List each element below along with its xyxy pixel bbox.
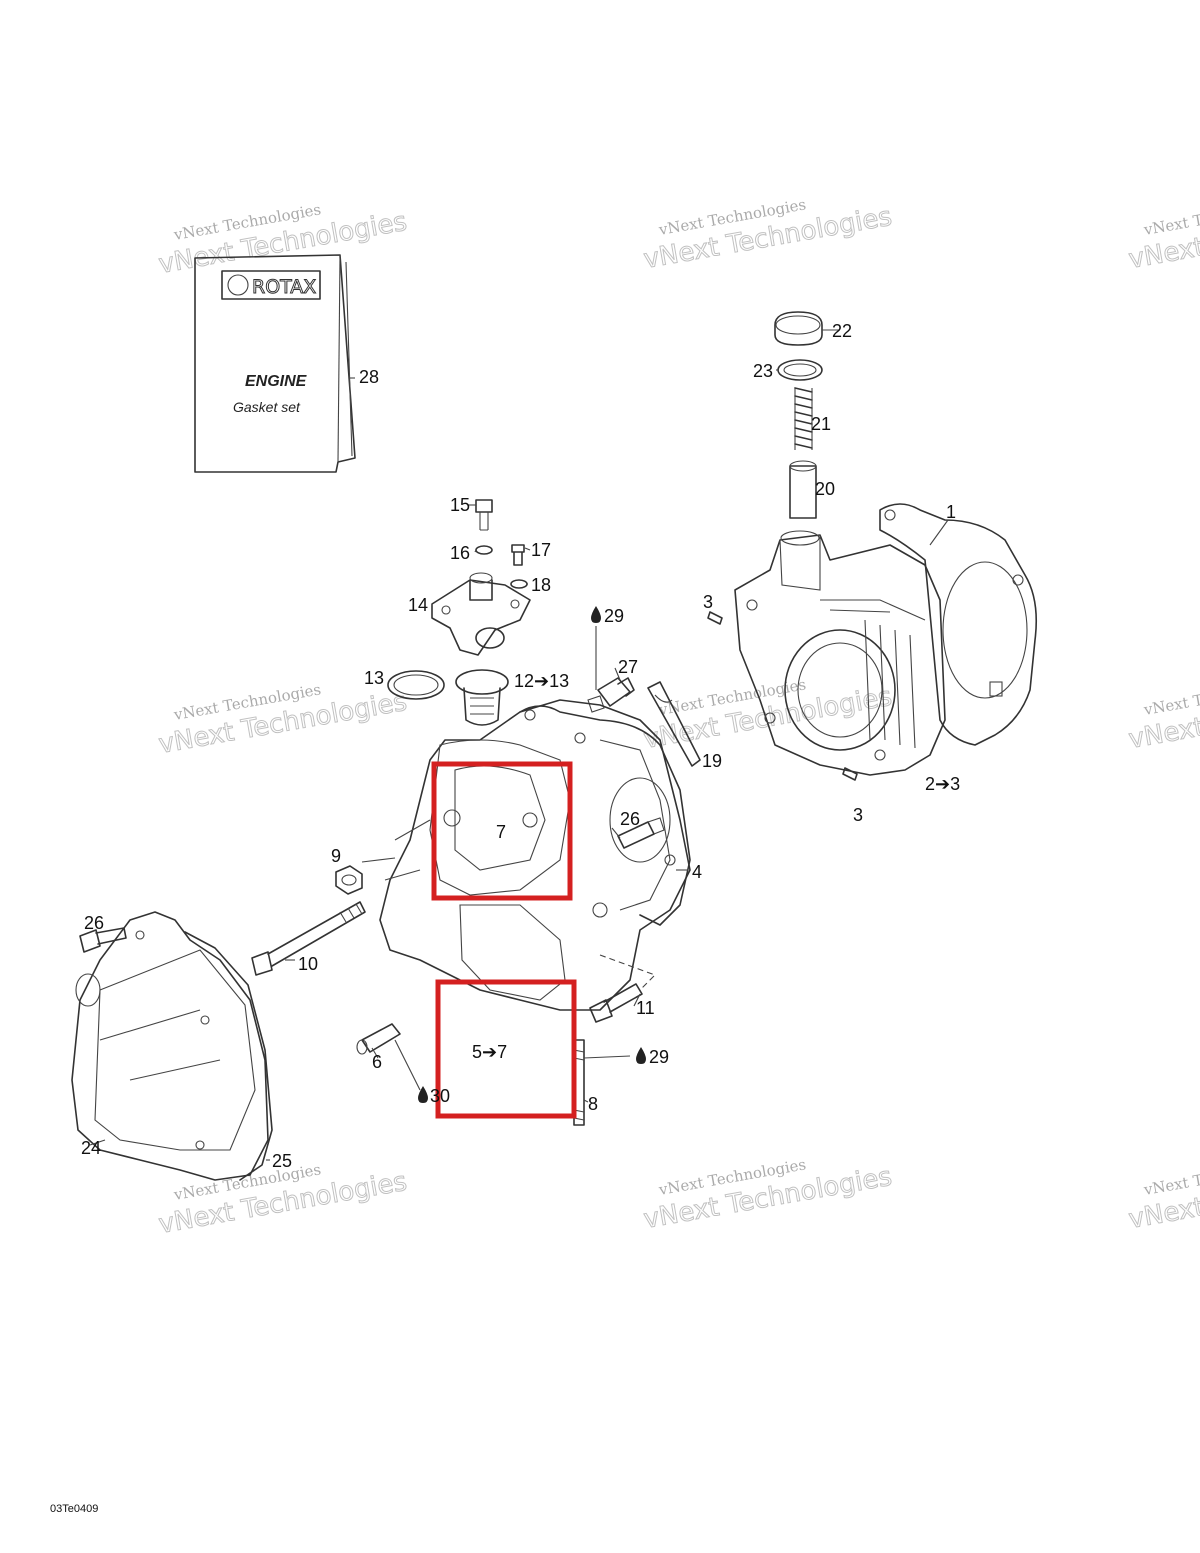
part-label-29: 29 [649,1047,669,1067]
manual-subtitle: Gasket set [233,399,301,415]
part-label-20: 20 [815,479,835,499]
cylinder-head[interactable] [379,699,691,1011]
watermark-text: vNext Technologies [1142,195,1200,239]
part-label-27: 27 [618,657,638,677]
part-label-13: 13 [364,668,384,688]
oil-drop-icon [636,1047,646,1064]
watermark-text: vNext Technologies [1142,1155,1200,1199]
part-label-10: 10 [298,954,318,974]
rotax-logo-icon [227,274,249,296]
valve-guide[interactable] [356,1023,401,1055]
part-label-26: 26 [84,913,104,933]
part-label-18: 18 [531,575,551,595]
plug-screw[interactable] [774,311,823,346]
part-label-19: 19 [702,751,722,771]
bolt[interactable] [475,499,493,531]
sleeve[interactable] [789,460,817,519]
highlight-box-part-7 [431,761,573,901]
part-label-25: 25 [272,1151,292,1171]
leader-lines [89,329,949,1161]
part-label-15: 15 [450,495,470,515]
part-label-29: 29 [604,606,624,626]
part-label-7: 7 [496,822,506,842]
dowel-pin[interactable] [707,611,723,625]
oil-drop-icon [418,1086,428,1103]
alignment-line [599,954,656,991]
part-label-28: 28 [359,367,379,387]
part-label-8: 8 [588,1094,598,1114]
valve-cover[interactable] [71,911,269,1181]
watermark-text: vNext Technologies [1142,675,1200,719]
part-label-11: 11 [636,998,655,1018]
o-ring[interactable] [777,359,823,381]
part-label-14: 14 [408,595,428,615]
part-labels: 1 2➔3 3 3 4 5➔7 6 7 8 9 10 11 12➔13 13 1… [81,321,960,1171]
dowel-pin[interactable] [842,767,858,781]
manual-brand: ROTAX [252,276,316,298]
thermostat[interactable] [455,669,509,726]
washer[interactable] [510,579,528,589]
part-label-9: 9 [331,846,341,866]
temperature-sensor[interactable] [587,626,635,713]
watermark-group: vNext Technologies vNext Technologies vN… [156,195,1200,1240]
washer[interactable] [475,545,493,555]
cover-bolt[interactable] [79,927,127,953]
cylinder-gasket[interactable] [879,503,1038,746]
part-label-16: 16 [450,543,470,563]
part-label-2-3: 2➔3 [925,774,960,794]
part-label-5-7: 5➔7 [472,1042,507,1062]
oil-drop-icon [591,606,601,623]
hex-nut[interactable] [335,865,363,895]
manual-title: ENGINE [245,373,308,390]
highlight-box-part-5-7 [435,979,577,1119]
part-label-26: 26 [620,809,640,829]
wire-clip[interactable] [647,681,701,767]
drawing-code: 03Te0409 [50,1503,98,1515]
long-bolt[interactable] [251,901,366,976]
cylinder-block[interactable] [734,530,946,776]
part-label-24: 24 [81,1138,101,1158]
part-label-4: 4 [692,862,702,882]
part-label-30: 30 [430,1086,450,1106]
part-label-12-13: 12➔13 [514,671,569,691]
part-label-21: 21 [811,414,831,434]
part-label-23: 23 [753,361,773,381]
part-label-3: 3 [853,805,863,825]
part-label-6: 6 [372,1052,382,1072]
part-label-22: 22 [832,321,852,341]
spring[interactable] [794,387,813,450]
head-gasket[interactable] [519,705,691,926]
part-label-17: 17 [531,540,551,560]
gasket-set-manual[interactable]: ROTAX ENGINE Gasket set [194,254,356,473]
thermostat-cover[interactable] [431,572,531,656]
head-bolt[interactable] [617,817,665,849]
screw[interactable] [511,544,525,566]
bolt[interactable] [589,983,643,1023]
part-label-1: 1 [946,502,956,522]
thermostat-seal[interactable] [387,670,445,700]
part-label-3: 3 [703,592,713,612]
valve-cover-gasket[interactable] [184,931,273,1181]
